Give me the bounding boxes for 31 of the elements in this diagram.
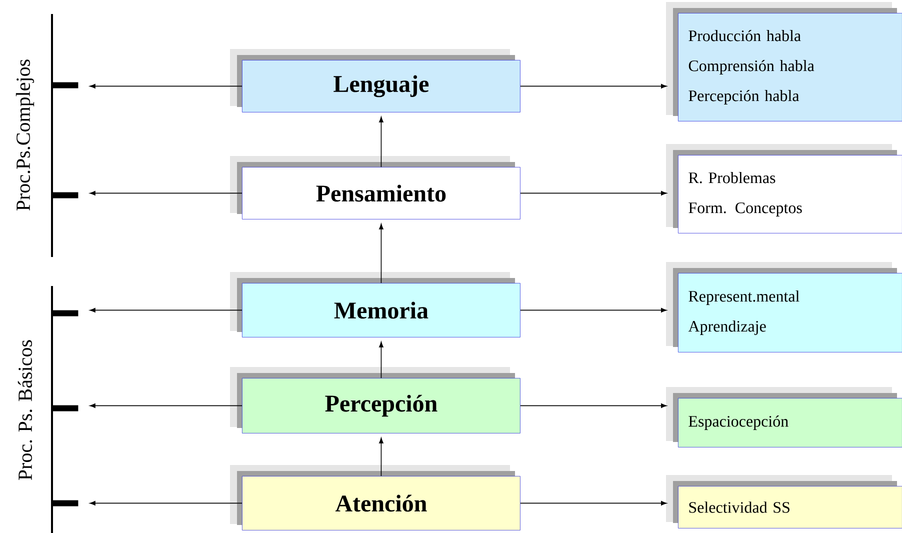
detail-box: Espaciocepción (666, 387, 902, 448)
tick-bar (52, 500, 78, 506)
tick-bar (52, 82, 78, 88)
group-label: Proc. Ps. Básicos (18, 340, 32, 480)
arrow (90, 84, 242, 88)
process-box: Percepción (230, 367, 520, 434)
tick-bar (52, 310, 78, 316)
process-box: Memoria (230, 272, 520, 338)
arrow (378, 224, 384, 284)
tick-bar (52, 192, 78, 198)
arrow (90, 190, 242, 196)
arrow (378, 116, 384, 168)
tick-bar (52, 405, 78, 412)
detail-box: R. Problemas Form. Conceptos (666, 144, 902, 234)
detail-box: Selectividad SS (666, 475, 902, 528)
process-box: Atención (230, 465, 520, 530)
detail-box: Producción habla Comprensión habla Percepción habla (666, 2, 902, 122)
arrow (90, 501, 242, 506)
detail-box: Represent.mental Aprendizaje (666, 262, 902, 352)
arrow (378, 438, 384, 476)
arrow (520, 403, 667, 408)
process-box: Lenguaje (230, 49, 520, 112)
group-label: Proc.Ps.Complejos (16, 60, 34, 211)
arrow (520, 501, 667, 506)
arrow (520, 308, 667, 312)
arrow (90, 308, 242, 312)
arrow (520, 190, 667, 196)
process-box: Pensamiento (230, 156, 520, 220)
arrow (378, 342, 384, 378)
arrow (90, 403, 242, 408)
arrow (520, 84, 667, 88)
